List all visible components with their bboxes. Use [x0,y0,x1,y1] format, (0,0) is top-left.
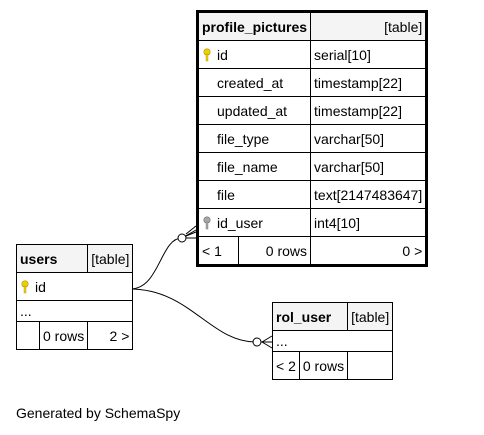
footer-children[interactable]: 0 > [310,236,428,266]
footer-parents[interactable]: < 1 [196,236,240,266]
ellipsis: ... [15,300,134,322]
ellipsis: ... [271,330,394,352]
table-name: users [20,250,58,267]
table-name: rol_user [276,308,332,325]
footer-children[interactable]: 2 > [87,321,134,350]
column-type: serial[10] [310,40,428,69]
table-rol-user[interactable]: rol_user [table] ... < 2 0 rows [271,302,394,380]
column-type: int4[10] [310,208,428,237]
table-header: profile_pictures [table] [196,11,428,41]
edge-end-circle-profile-pictures [177,233,187,243]
table-users[interactable]: users [table] id ... 0 rows 2 > [15,244,134,350]
table-header: rol_user [table] [271,302,394,331]
foreign-key-icon [203,215,211,229]
table-kind: [table] [347,302,394,331]
primary-key-icon [21,279,29,293]
column-row: file text[2147483647] [196,180,428,209]
column-row: id_user int4[10] [196,208,428,237]
column-type: varchar[50] [310,152,428,181]
table-kind: [table] [87,244,134,273]
column-type: timestamp[22] [310,68,428,97]
primary-key-icon [203,47,211,61]
column-row: updated_at timestamp[22] [196,96,428,125]
column-row: id serial[10] [196,40,428,69]
column-row: created_at timestamp[22] [196,68,428,97]
column-type: timestamp[22] [310,96,428,125]
column-name: id_user [217,214,263,231]
ellipsis-row: ... [15,300,134,322]
table-title-cell: profile_pictures [196,11,312,41]
generated-by-label: Generated by SchemaSpy [16,405,181,421]
column-row: file_name varchar[50] [196,152,428,181]
column-row: file_type varchar[50] [196,124,428,153]
edge-users-rol-user [129,288,272,343]
footer-parents[interactable]: < 2 [272,351,300,380]
column-name: id [217,46,228,63]
footer-rows: 0 rows [38,321,89,350]
table-footer: 0 rows 2 > [16,321,134,350]
column-name: file_type [217,130,270,147]
column-name: file [217,186,235,203]
ellipsis-row: ... [271,330,394,352]
column-name: updated_at [217,102,288,119]
edge-crowfoot-rol-user [261,335,273,349]
footer-children [347,351,394,380]
table-footer: < 2 0 rows [272,351,394,380]
table-header: users [table] [15,244,134,273]
column-row: id [15,272,134,301]
table-kind: [table] [310,11,428,41]
footer-rows: 0 rows [238,236,312,266]
column-type: text[2147483647] [310,180,428,209]
column-name: id [35,278,46,295]
table-profile-pictures[interactable]: profile_pictures [table] id serial[10] c… [196,10,429,267]
edge-crowfoot-profile-pictures [185,225,197,239]
column-type: varchar[50] [310,124,428,153]
column-name: created_at [217,74,284,91]
footer-parents [16,321,40,350]
column-name: file_name [217,158,278,175]
table-footer: < 1 0 rows 0 > [196,236,428,266]
footer-rows: 0 rows [298,351,349,380]
table-name: profile_pictures [202,18,308,35]
edge-end-circle-rol-user [252,337,262,347]
